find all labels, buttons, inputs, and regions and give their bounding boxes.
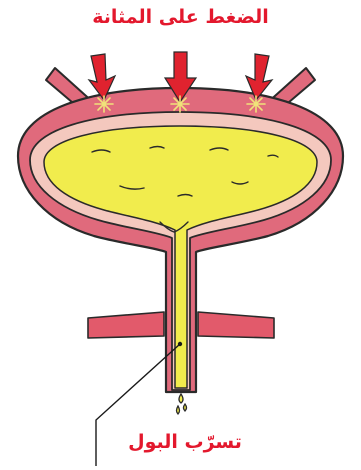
urine-fill [44,126,317,388]
sphincter-right-band [198,312,274,338]
sphincter-left-band [88,312,164,338]
drop-1 [179,394,183,403]
drop-2 [177,406,180,414]
starburst-icon [247,96,265,112]
leakage-label: تسرّب البول [110,430,260,454]
starburst-icon [171,96,189,112]
pressure-label: الضغط على المثانة [0,5,361,29]
starburst-icon [95,96,113,112]
leakage-pointer-dot [178,342,182,346]
drop-3 [184,404,187,411]
leaking-drops [177,394,187,414]
